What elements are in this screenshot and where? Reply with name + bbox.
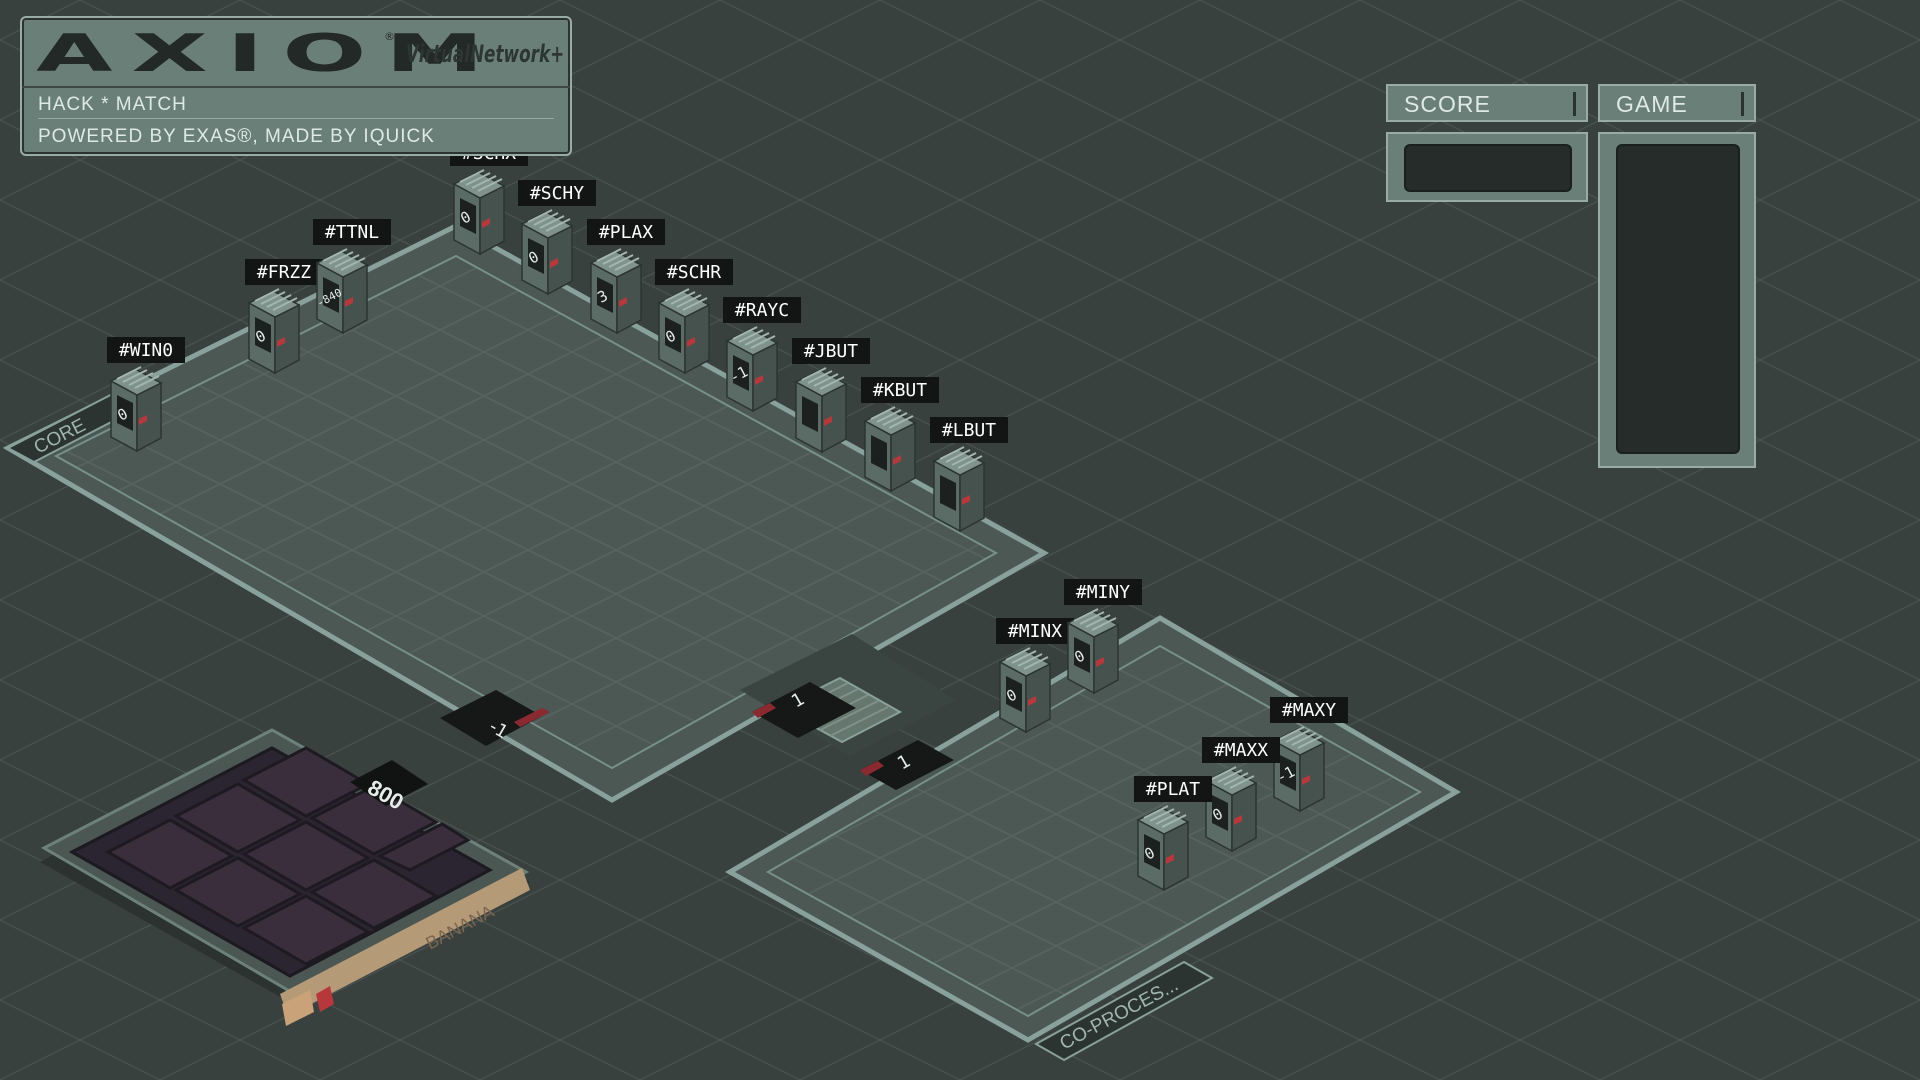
register-label: #MAXX bbox=[1214, 740, 1268, 761]
game-tab-tick bbox=[1741, 92, 1744, 116]
register-label: #RAYC bbox=[735, 300, 789, 321]
register-kbut[interactable]: #KBUT bbox=[861, 377, 939, 493]
register-frzz[interactable]: 0#FRZZ bbox=[245, 259, 323, 375]
register-plat[interactable]: 0#PLAT bbox=[1134, 776, 1212, 892]
register-label-bg bbox=[313, 219, 391, 245]
register-label-bg bbox=[861, 377, 939, 403]
register-label-bg bbox=[723, 297, 801, 323]
register-schy[interactable]: 0#SCHY bbox=[518, 180, 596, 296]
register-label: #MINX bbox=[1008, 621, 1062, 642]
game-tab: GAME bbox=[1598, 84, 1756, 122]
register-jbut[interactable]: #JBUT bbox=[792, 338, 870, 454]
register-miny[interactable]: 0#MINY bbox=[1064, 579, 1142, 695]
register-minx[interactable]: 0#MINX bbox=[996, 618, 1074, 734]
register-plax[interactable]: 3#PLAX bbox=[587, 219, 665, 335]
registers: 0#WIN00#FRZZ-840#TTNL0#SCHX0#SCHY3#PLAX0… bbox=[107, 140, 1348, 892]
register-label: #KBUT bbox=[873, 380, 927, 401]
credits-line: POWERED BY EXAS®, MADE BY IQUICK bbox=[38, 126, 435, 147]
register-label: #PLAT bbox=[1146, 779, 1200, 800]
register-label: #TTNL bbox=[325, 222, 379, 243]
register-label: #JBUT bbox=[804, 341, 858, 362]
axiom-logo: AXIOM bbox=[36, 24, 503, 84]
logo-bar: AXIOM ® VirtualNetwork+ bbox=[22, 18, 570, 88]
register-label: #SCHR bbox=[667, 262, 721, 283]
register-lbut[interactable]: #LBUT bbox=[930, 417, 1008, 533]
header-divider bbox=[38, 118, 554, 119]
score-label: SCORE bbox=[1404, 91, 1491, 117]
register-label: #PLAX bbox=[599, 222, 653, 243]
register-label: #WIN0 bbox=[119, 340, 173, 361]
link-core-to-pad: -1 bbox=[440, 690, 550, 746]
register-label-bg bbox=[792, 338, 870, 364]
game-screen bbox=[1616, 144, 1740, 454]
register-maxy[interactable]: -1#MAXY bbox=[1270, 697, 1348, 813]
register-label-bg bbox=[930, 417, 1008, 443]
game-label: GAME bbox=[1616, 91, 1688, 117]
register-label-bg bbox=[587, 219, 665, 245]
logo-subtitle: VirtualNetwork+ bbox=[406, 40, 565, 68]
register-label-bg bbox=[1202, 737, 1280, 763]
register-maxx[interactable]: 0#MAXX bbox=[1202, 737, 1280, 853]
game-title: HACK * MATCH bbox=[38, 94, 187, 115]
register-label: #MAXY bbox=[1282, 700, 1336, 721]
register-label-bg bbox=[107, 337, 185, 363]
register-ttnl[interactable]: -840#TTNL bbox=[313, 219, 391, 335]
link-core-to-bridge: 1 bbox=[752, 682, 856, 738]
register-label: #LBUT bbox=[942, 420, 996, 441]
link-coproc-from-bridge: 1 bbox=[860, 740, 954, 790]
register-label-bg bbox=[518, 180, 596, 206]
score-display bbox=[1386, 132, 1588, 202]
score-tab-tick bbox=[1573, 92, 1576, 116]
register-label: #FRZZ bbox=[257, 262, 311, 283]
game-display bbox=[1598, 132, 1756, 468]
registered-mark: ® bbox=[384, 30, 395, 43]
register-label: #MINY bbox=[1076, 582, 1130, 603]
register-schr[interactable]: 0#SCHR bbox=[655, 259, 733, 375]
register-label: #SCHY bbox=[530, 183, 584, 204]
pad-grid bbox=[104, 746, 472, 966]
header-panel: AXIOM ® VirtualNetwork+ HACK * MATCH POW… bbox=[20, 16, 572, 156]
register-label-bg bbox=[1270, 697, 1348, 723]
register-label-bg bbox=[996, 618, 1074, 644]
score-screen bbox=[1404, 144, 1572, 192]
register-win0[interactable]: 0#WIN0 bbox=[107, 337, 185, 453]
register-label-bg bbox=[245, 259, 323, 285]
register-label-bg bbox=[1134, 776, 1212, 802]
register-label-bg bbox=[1064, 579, 1142, 605]
register-label-bg bbox=[655, 259, 733, 285]
core-pad: BANANA 800 bbox=[40, 728, 530, 1026]
score-tab: SCORE bbox=[1386, 84, 1588, 122]
register-schx[interactable]: 0#SCHX bbox=[450, 140, 528, 256]
register-rayc[interactable]: -1#RAYC bbox=[723, 297, 801, 413]
